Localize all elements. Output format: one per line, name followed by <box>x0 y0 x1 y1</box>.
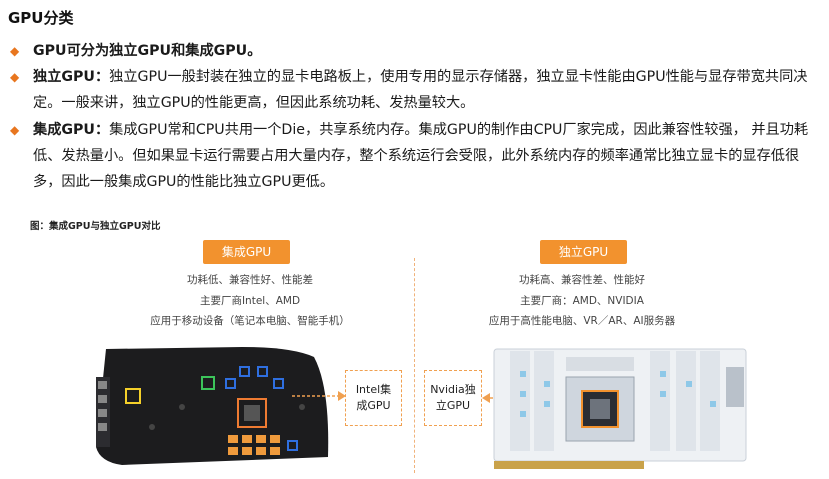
discrete-description: 功耗高、兼容性差、性能好 主要厂商：AMD、NVIDIA 应用于高性能电脑、VR… <box>432 270 732 332</box>
desc-line: 应用于高性能电脑、VR／AR、AI服务器 <box>488 315 676 327</box>
callout-line: Nvidia独 <box>430 383 476 396</box>
callout-line: 成GPU <box>356 399 391 412</box>
integrated-description: 功耗低、兼容性好、性能差 主要厂商Intel、AMD 应用于移动设备（笔记本电脑… <box>100 270 400 332</box>
bullet-list: ◆ GPU可分为独立GPU和集成GPU。 ◆ 独立GPU：独立GPU一般封装在独… <box>8 38 820 195</box>
integrated-arrow-icon <box>292 391 346 401</box>
callout-line: 立GPU <box>435 399 471 412</box>
desc-line: 功耗低、兼容性好、性能差 <box>187 274 313 286</box>
diamond-bullet-icon: ◆ <box>10 44 20 58</box>
desc-line: 应用于移动设备（笔记本电脑、智能手机） <box>150 315 350 327</box>
bullet-item: ◆ 独立GPU：独立GPU一般封装在独立的显卡电路板上，使用专用的显示存储器，独… <box>8 64 820 116</box>
integrated-gpu-tag: 集成GPU <box>203 240 290 264</box>
bullet-bold: GPU可分为独立GPU和集成GPU。 <box>33 43 262 59</box>
desc-line: 主要厂商Intel、AMD <box>199 294 301 307</box>
diamond-bullet-icon: ◆ <box>10 122 20 137</box>
callout-line: Intel集 <box>355 383 392 396</box>
desc-line: 功耗高、兼容性差、性能好 <box>519 274 645 286</box>
intel-integrated-gpu-callout: Intel集 成GPU <box>345 370 402 426</box>
bullet-bold: 独立GPU： <box>33 69 110 86</box>
bullet-text: 独立GPU一般封装在独立的显卡电路板上，使用专用的显示存储器，独立显卡性能由GP… <box>33 69 808 112</box>
diamond-bullet-icon: ◆ <box>10 70 20 85</box>
nvidia-discrete-gpu-callout: Nvidia独 立GPU <box>424 370 482 426</box>
page-title: GPU分类 <box>8 9 74 27</box>
bullet-item: ◆ 集成GPU：集成GPU常和CPU共用一个Die，共享系统内存。集成GPU的制… <box>8 117 820 196</box>
desc-line: 主要厂商：AMD、NVIDIA <box>520 294 644 307</box>
bullet-bold: 集成GPU： <box>33 121 110 138</box>
integrated-motherboard-image <box>96 347 329 465</box>
discrete-graphics-card-image <box>493 348 747 469</box>
discrete-gpu-tag: 独立GPU <box>540 240 627 264</box>
column-divider <box>414 258 415 473</box>
bullet-item: ◆ GPU可分为独立GPU和集成GPU。 <box>8 38 820 64</box>
bullet-text: 集成GPU常和CPU共用一个Die，共享系统内存。集成GPU的制作由CPU厂家完… <box>33 121 809 191</box>
figure-caption: 图：集成GPU与独立GPU对比 <box>30 221 161 232</box>
